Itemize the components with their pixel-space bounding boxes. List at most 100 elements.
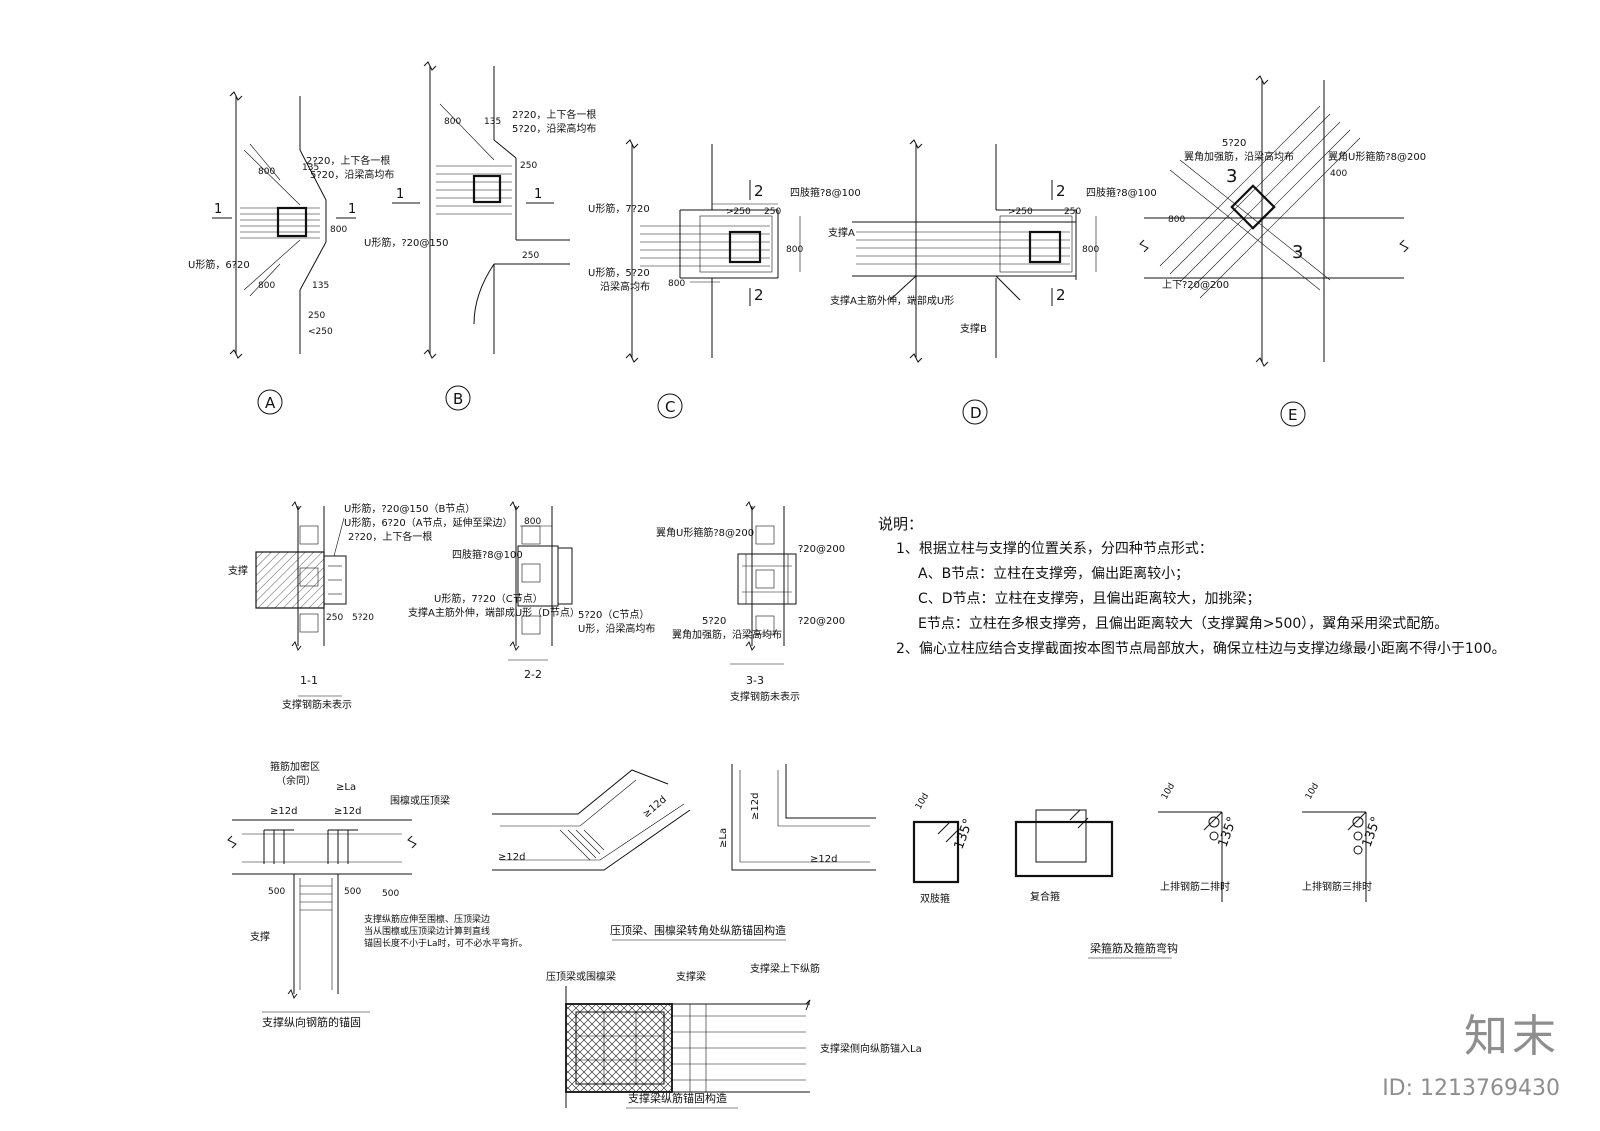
sec1-name: 1-1 <box>300 674 318 687</box>
sec3-l2: ?20@200 <box>798 544 845 555</box>
node-e-label: E <box>1288 406 1297 424</box>
node-d-sec-bottom: 2 <box>1056 286 1066 304</box>
node-a-circle <box>257 389 283 415</box>
anchor-500a: 500 <box>268 887 285 897</box>
node-e-dim1: 800 <box>1168 215 1185 225</box>
stirrup-kind-1: 双肢箍 <box>920 892 950 905</box>
node-b-u-label: U形筋，?20@150 <box>364 236 448 249</box>
node-b-circle <box>445 385 471 411</box>
node-e-sec-top: 3 <box>1226 166 1237 187</box>
corner-12d-d: ≥12d <box>810 854 837 865</box>
notes-block: 说明： 1、根据立柱与支撑的位置关系，分四种节点形式： A、B节点：立柱在支撑旁… <box>878 512 1518 662</box>
stirrup-kind-3: 上排钢筋二排时 <box>1160 880 1230 893</box>
anchor-zone2: （余同） <box>276 774 316 787</box>
node-c-u2-label: U形筋，5?20 <box>588 266 650 279</box>
anchor-la: ≥La <box>336 782 356 793</box>
node-c-dim1: >250 <box>726 207 751 217</box>
note-1c: E节点：立柱在多根支撑旁，且偏出距离较大（支撑翼角>500），翼角采用梁式配筋。 <box>918 616 1449 632</box>
node-b-sec-left: 1 <box>396 187 404 202</box>
node-d-brace-b: 支撑B <box>960 322 987 335</box>
sec2-stirrup: 四肢箍?8@100 <box>452 548 523 561</box>
sec3-l1: 翼角U形箍筋?8@200 <box>656 526 754 539</box>
sec2-l3: 5?20（C节点） <box>578 609 649 621</box>
node-a-bar1-label: 2?20，上下各一根 <box>306 154 390 167</box>
beam-l2: 支撑梁 <box>676 970 706 983</box>
node-c-u2b-label: 沿梁高均布 <box>600 280 650 293</box>
node-d-dim3: 800 <box>1082 245 1099 255</box>
node-d-sec-top: 2 <box>1056 182 1066 200</box>
stirrup-10d-a: 10d <box>914 792 931 812</box>
sec3-l4: 5?20 <box>702 616 726 627</box>
node-d-stirrup-label: 四肢箍?8@100 <box>1086 186 1157 199</box>
node-e-dim2: 400 <box>1330 169 1347 179</box>
node-b-dim3: 250 <box>522 251 539 261</box>
node-b-dim2: 250 <box>520 161 537 171</box>
note-1b: C、D节点：立柱在支撑旁，且偏出距离较大，加挑梁； <box>918 591 1261 607</box>
stirrup-angle-c: 135° <box>1360 815 1385 850</box>
node-e-bar4: 上下?20@200 <box>1162 279 1229 291</box>
anchor-caption: 支撑纵向钢筋的锚固 <box>262 1015 361 1029</box>
node-a-angle1: 135 <box>302 163 319 173</box>
node-d-dim2: 250 <box>1064 207 1081 217</box>
stirrup-10d-b: 10d <box>1160 782 1177 802</box>
stirrup-detail-drawing <box>912 809 1367 959</box>
anchor-beam: 围檩或压顶梁 <box>390 794 450 807</box>
corner-la: ≥La <box>718 828 729 848</box>
sec2-l2: 支撑A主筋外伸，端部成U形（D节点） <box>408 606 580 619</box>
note-1a: A、B节点：立柱在支撑旁，偏出距离较小； <box>918 566 1190 582</box>
sec3-l5: 翼角加强筋，沿梁高均布 <box>672 628 782 641</box>
watermark-brand: 知末 <box>1464 1011 1560 1062</box>
sec1-l1: U形筋，?20@150（B节点） <box>344 502 475 515</box>
stirrup-angle-b: 135° <box>1216 815 1241 850</box>
sec1-l3: 2?20，上下各一根 <box>348 530 432 543</box>
anchor-zone: 箍筋加密区 <box>270 760 320 773</box>
sec3-name: 3-3 <box>746 674 764 687</box>
anchor-500c: 500 <box>382 889 399 899</box>
anchor-12d-a: ≥12d <box>270 806 297 817</box>
node-d-drawing <box>852 139 1097 363</box>
corner-12d-c: ≥12d <box>750 793 761 820</box>
stirrup-kind-4: 上排钢筋三排时 <box>1302 880 1372 893</box>
node-b-angle: 135 <box>484 117 501 127</box>
corner-12d-a: ≥12d <box>641 794 669 820</box>
section-2-2-drawing <box>508 500 573 661</box>
node-a-bar2-label: 5?20，沿梁高均布 <box>310 168 394 181</box>
node-c-dim4: 800 <box>786 245 803 255</box>
sec2-l1: U形筋，7?20（C节点） <box>434 592 543 605</box>
note-1: 1、根据立柱与支撑的位置关系，分四种节点形式： <box>896 541 1213 557</box>
sec3-note: 支撑钢筋未表示 <box>730 690 800 703</box>
anchor-n1: 支撑纵筋应伸至围檩、压顶梁边 <box>364 913 490 925</box>
section-1-1-drawing <box>255 500 347 697</box>
node-a-label: A <box>265 394 276 412</box>
node-c-drawing <box>625 139 801 363</box>
anchor-500b: 500 <box>344 887 361 897</box>
node-b-dim1: 800 <box>444 117 461 127</box>
node-a-dim2: 800 <box>330 225 347 235</box>
node-c-dim2: 250 <box>764 207 781 217</box>
node-b-drawing <box>392 61 570 359</box>
node-a-drawing <box>212 91 356 359</box>
stirrup-kind-2: 复合箍 <box>1030 890 1060 903</box>
anchor-n2: 当从围檩或压顶梁边计算到直线 <box>364 925 490 937</box>
node-a-angle2: 135 <box>312 281 329 291</box>
beam-detail-drawing <box>565 986 811 1109</box>
anchor-12d-b: ≥12d <box>334 806 361 817</box>
node-c-u1-label: U形筋，7?20 <box>588 202 650 215</box>
sec1-dim1: 250 <box>326 613 343 623</box>
beam-l1: 压顶梁或围檩梁 <box>546 970 616 983</box>
section-3-3-drawing <box>730 500 797 665</box>
sec1-note: 支撑钢筋未表示 <box>282 698 352 711</box>
node-e-bar3: 翼角U形箍筋?8@200 <box>1328 150 1426 163</box>
node-b-bar1-label: 2?20，上下各一根 <box>512 108 596 121</box>
node-d-dim1: >250 <box>1008 207 1033 217</box>
node-a-dim4: 250 <box>308 311 325 321</box>
sec1-l2: U形筋，6?20（A节点，延伸至梁边） <box>344 516 513 529</box>
beam-caption: 支撑梁纵筋锚固构造 <box>628 1091 727 1105</box>
node-e-sec-bottom: 3 <box>1292 242 1303 263</box>
node-c-dim3: 800 <box>668 279 685 289</box>
anchor-brace: 支撑 <box>250 930 270 943</box>
note-2: 2、偏心立柱应结合支撑截面按本图节点局部放大，确保立柱边与支撑边缘最小距离不得小… <box>896 641 1506 657</box>
beam-l3: 支撑梁上下纵筋 <box>750 962 820 975</box>
node-a-sec-right: 1 <box>348 202 356 217</box>
